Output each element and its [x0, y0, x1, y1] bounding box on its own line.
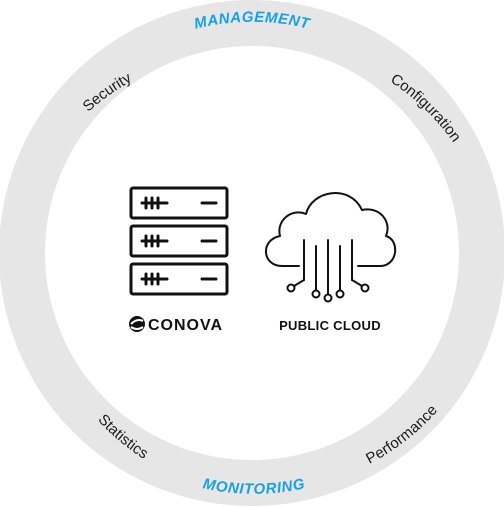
public-cloud-caption: PUBLIC CLOUD — [279, 318, 381, 333]
conova-logo-icon — [129, 316, 145, 332]
conova-caption: CONOVA — [148, 317, 223, 334]
cloud-circuit-icon — [265, 192, 396, 303]
server-rack-icon — [129, 186, 229, 296]
